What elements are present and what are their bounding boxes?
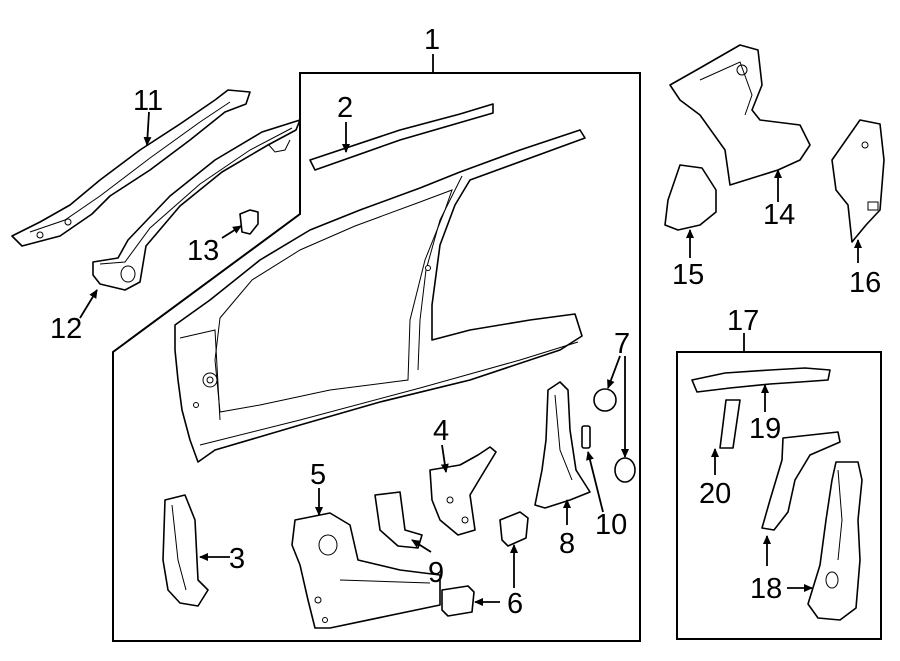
callout-16: 16 [849,267,881,299]
part-6-upper-bracket [499,511,529,547]
callout-18: 18 [750,573,782,605]
body-side-outer-panel [174,129,586,463]
leader-lines [79,54,862,606]
callout-8: 8 [559,528,575,560]
part-16-panel [831,119,885,243]
callout-19: 19 [749,413,781,445]
part-4-reinforcement [429,446,497,536]
callout-20: 20 [699,478,731,510]
part-10-seal [581,425,591,449]
callout-5: 5 [310,459,326,491]
part-13-bracket [239,209,259,235]
part-8-lock-pillar [534,381,591,509]
part-20-strip [719,399,741,449]
callout-1: 1 [424,24,440,56]
part-18-pillar-right [807,461,863,621]
part-19-rail [691,367,831,393]
callout-17: 17 [727,305,759,337]
part-18-pillar-left [761,431,841,531]
callout-7: 7 [614,328,630,360]
part-15-bracket [664,164,717,231]
part-9-reinforcement [374,491,423,549]
callout-13: 13 [187,235,219,267]
callout-6: 6 [507,588,523,620]
callout-10: 10 [595,509,627,541]
callout-9: 9 [428,557,444,589]
part-5-lower-pillar [291,512,441,629]
part-3-hinge-pillar [162,494,209,607]
part-2-roof-molding [309,103,494,171]
assembly-17-frame [676,351,882,640]
callout-15: 15 [672,259,704,291]
callout-11: 11 [133,85,163,117]
callout-12: 12 [50,313,82,345]
part-14-quarter-inner [669,44,811,186]
assembly-1-frame [112,72,641,642]
part-11-roof-rail [11,89,251,247]
callout-14: 14 [763,199,795,231]
part-6-lower-bracket [441,585,475,617]
callout-3: 3 [229,543,245,575]
callout-2: 2 [337,92,353,124]
callout-4: 4 [433,415,449,447]
part-7-plugs [593,388,636,483]
callout-labels: 1 2 3 4 5 6 7 8 9 10 11 12 13 14 15 16 1… [50,24,881,620]
part-12-roof-side-rail [92,119,301,291]
